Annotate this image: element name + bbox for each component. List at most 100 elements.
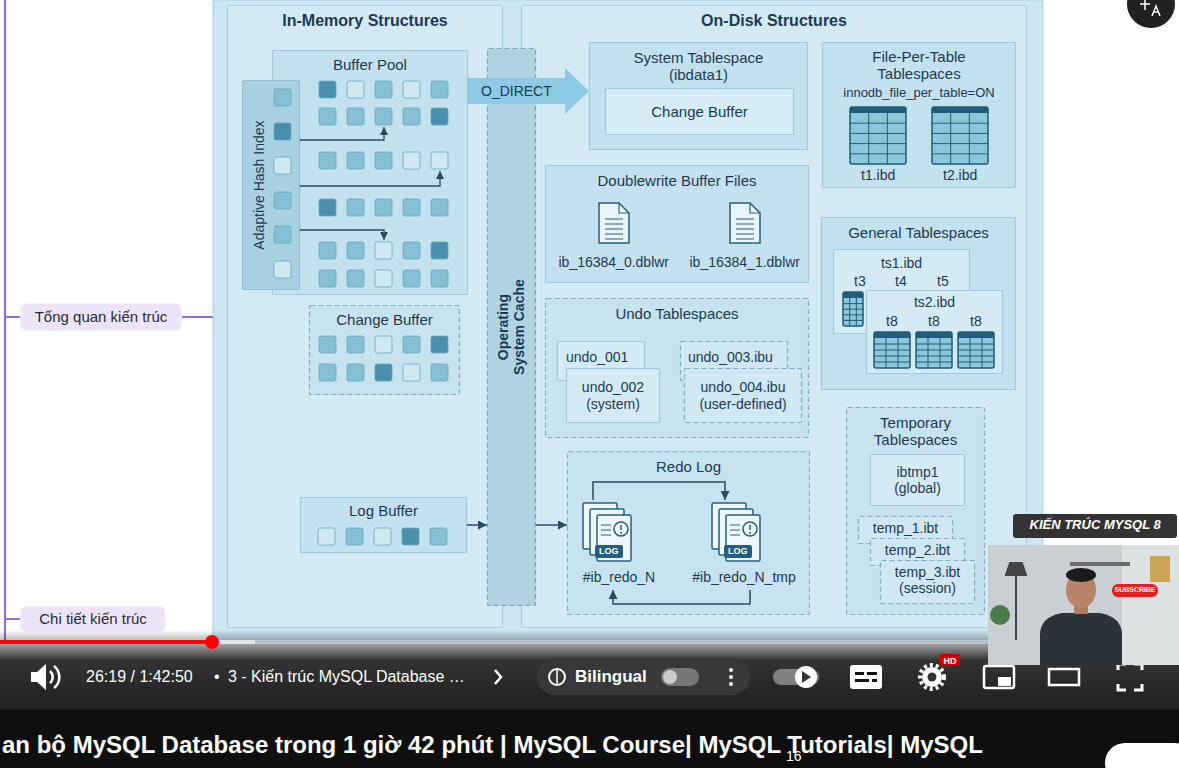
table-body xyxy=(916,332,952,368)
redo-cycle-arrow xyxy=(613,590,750,604)
redo-cycle-arrow xyxy=(593,482,725,500)
buffer-page xyxy=(431,152,448,169)
autoplay-play xyxy=(802,671,811,683)
redo-log-box-outline xyxy=(568,452,810,615)
table-icon xyxy=(958,332,994,368)
buffer-page xyxy=(403,108,420,125)
subscribe-pill xyxy=(1112,584,1158,597)
file-box-outline xyxy=(567,369,660,423)
file-box: temp_2.ibt xyxy=(870,538,965,566)
table-name: t8 xyxy=(970,313,982,329)
node-heading: Operating System Cache xyxy=(495,275,527,380)
chapter-title: 3 - Kiến trúc MySQL Database … xyxy=(228,668,465,686)
node-heading: Log Buffer xyxy=(349,502,418,519)
thumbnail-wall xyxy=(1122,545,1179,665)
buffer-page xyxy=(347,242,364,259)
edge-label-holder: O_DIRECT xyxy=(478,82,555,100)
node-heading: temp_2.ibt xyxy=(885,542,950,558)
volume-waves xyxy=(50,666,59,688)
label-holder: t3 xyxy=(854,273,866,289)
thumbnail-title: KIẾN TRÚC MYSQL 8 xyxy=(1030,518,1161,533)
label-holder: ib_16384_1.dblwr xyxy=(690,254,801,270)
file-fold xyxy=(750,203,760,213)
captions-line xyxy=(855,672,864,675)
tablespace-box: General Tablespacests1.ibdts2.ibd xyxy=(821,217,1016,390)
memory-panel-outline xyxy=(228,6,503,628)
quality-badge-back xyxy=(940,654,960,666)
hash-entry xyxy=(274,89,291,106)
file-box-outline xyxy=(881,561,975,604)
file-box: ibtmp1 (global) xyxy=(870,454,965,506)
log-lines xyxy=(601,525,611,535)
thumbnail-body xyxy=(1040,613,1122,665)
change-buffer-box-outline xyxy=(310,306,460,395)
volume-icon xyxy=(31,664,46,690)
tablespace-box-outline xyxy=(823,43,1016,188)
menu-dot xyxy=(729,675,733,679)
change-buffer-box-outline xyxy=(606,89,794,135)
file-fold xyxy=(619,203,629,213)
buffer-page xyxy=(347,199,364,216)
change-buffer-page xyxy=(347,336,364,353)
toggle-track xyxy=(661,668,699,686)
node-heading: On-Disk Structures xyxy=(701,12,847,30)
undo-box: Undo Tablespaces undo_001 undo_002 (system… xyxy=(545,298,809,438)
change-buffer-page xyxy=(319,364,336,381)
mindmap-branch xyxy=(5,0,213,640)
hash-entry xyxy=(274,157,291,174)
theater-icon xyxy=(1049,669,1079,685)
file-name: ib_16384_1.dblwr xyxy=(690,254,801,270)
node-heading: temp_1.ibt xyxy=(873,520,938,536)
log-tag-back xyxy=(724,545,752,558)
node-heading: undo_001 xyxy=(566,349,628,365)
doublewrite-box-outline xyxy=(546,166,809,283)
node-heading: ts1.ibd xyxy=(881,255,922,271)
node-heading: undo_002 (system) xyxy=(573,379,653,411)
log-page xyxy=(726,515,760,561)
buffer-page xyxy=(403,242,420,259)
label-holder: t4 xyxy=(895,273,907,289)
edge-label: O_DIRECT xyxy=(478,82,555,100)
label-holder: SUBSCRIBE xyxy=(1115,586,1156,594)
label-holder: t1.ibd xyxy=(861,167,895,183)
hash-index-band-outline xyxy=(243,81,300,290)
label-holder: LOG xyxy=(599,546,619,556)
node-heading: Undo Tablespaces xyxy=(615,305,738,322)
node-heading: Adaptive Hash Index xyxy=(250,120,266,249)
log-buffer-entry xyxy=(374,528,391,545)
hash-entry xyxy=(274,226,291,243)
label-holder: t5 xyxy=(937,273,949,289)
tablespace-box: File-Per-Table Tablespacesinnodb_file_pe… xyxy=(822,42,1016,188)
log-symbol xyxy=(614,522,628,536)
file-box: undo_002 (system) xyxy=(566,368,660,423)
log-symbol-mark xyxy=(620,525,622,534)
flow-arrow xyxy=(467,524,487,526)
table-header xyxy=(958,332,994,338)
video-title: an bộ MySQL Database trong 1 giờ 42 phút… xyxy=(2,731,983,759)
node-heading: temp_3.ibt (session) xyxy=(888,564,968,596)
label-holder: KIẾN TRÚC MYSQL 8 xyxy=(1030,518,1161,533)
label-holder: t8 xyxy=(886,313,898,329)
table-lines xyxy=(958,338,994,368)
buffer-page xyxy=(431,108,448,125)
log-buffer-entry xyxy=(402,528,419,545)
tablespace-box: System Tablespace (ibdata1)Change Buffer xyxy=(589,42,808,150)
captions-line xyxy=(855,679,869,682)
os-cache-band: Operating System Cache xyxy=(487,48,536,606)
file-box: undo_003.ibu xyxy=(680,341,788,381)
label-holder: ib_16384_0.dblwr xyxy=(559,254,670,270)
node-heading: ibtmp1 (global) xyxy=(878,464,958,496)
chapter-chevron xyxy=(495,670,501,684)
buffer-page xyxy=(403,199,420,216)
brain-icon-line xyxy=(556,669,558,685)
node-heading: Change Buffer xyxy=(651,103,747,120)
bilingual-pill xyxy=(537,659,750,695)
buffer-page xyxy=(431,242,448,259)
change-buffer-page xyxy=(375,364,392,381)
thumbnail-room xyxy=(988,545,1179,665)
change-buffer-box: Change Buffer xyxy=(309,305,460,395)
miniplayer-inner xyxy=(998,677,1011,686)
table-icon xyxy=(850,107,906,164)
file-sheet xyxy=(599,203,629,243)
